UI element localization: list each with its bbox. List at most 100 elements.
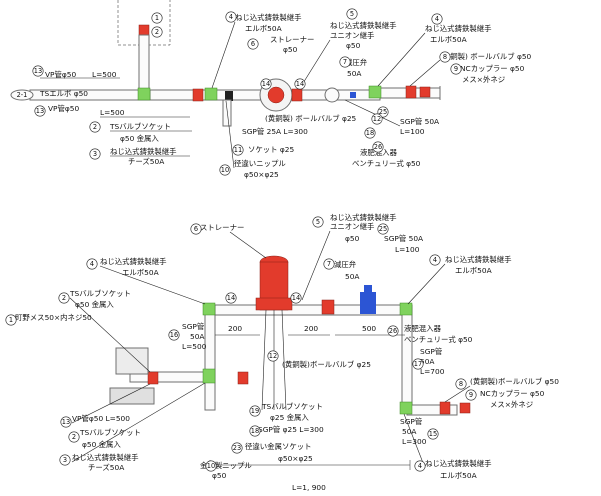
callout-balloon: 7	[339, 56, 351, 68]
callout-balloon: 14	[290, 292, 302, 304]
b-elbow-right	[399, 302, 413, 316]
label-phi50x25: φ50×φ25	[244, 170, 279, 179]
label-union: ユニオン継手	[330, 31, 375, 40]
b-label-sgp-right: SGP管	[420, 347, 442, 356]
b-label-sgp25: SGP管 φ25 L=300	[258, 425, 324, 434]
label-screw-4b: ねじ込式鋳鉄製継手	[425, 24, 492, 33]
b-ball-25	[237, 371, 249, 385]
valve-socket	[192, 88, 204, 102]
callout-balloon: 23	[231, 442, 243, 454]
b-label-phi50: φ50	[345, 234, 360, 243]
callout-balloon: 16	[168, 329, 180, 341]
callout-balloon: 14	[294, 78, 306, 90]
top-valve	[138, 24, 150, 36]
callout-balloon: 25	[377, 106, 389, 118]
b-label-elbow-4b: エルボ50A	[455, 266, 492, 275]
b-label-screw-5: ねじ込式鋳鉄製継手	[330, 213, 397, 222]
b-label-50a-bottom: 50A	[402, 427, 416, 436]
b-label-sgp50a: SGP管 50A	[384, 234, 423, 243]
b-label-elbow-4a: エルボ50A	[122, 268, 159, 277]
svg-text:6: 6	[194, 225, 198, 233]
label-phi50-metal: φ50 金属入	[120, 134, 159, 143]
label-elbow-4a: エルボ50A	[245, 24, 282, 33]
svg-text:26: 26	[374, 143, 382, 151]
callout-balloon: 3	[59, 454, 71, 466]
svg-text:4: 4	[435, 15, 439, 23]
svg-text:11: 11	[234, 146, 242, 154]
label-ts-socket: TSバルブソケット	[109, 122, 171, 131]
callout-balloon: 11	[232, 144, 244, 156]
b-label-reducing: 減圧弁	[334, 260, 356, 269]
svg-text:9: 9	[454, 65, 458, 73]
b-label-l700: L=700	[420, 367, 445, 376]
callout-balloon: 3	[89, 148, 101, 160]
callout-balloon: 5	[312, 216, 324, 228]
svg-text:1: 1	[9, 316, 13, 324]
callout-balloon: 17	[412, 358, 424, 370]
svg-text:14: 14	[292, 294, 300, 302]
svg-text:19: 19	[251, 407, 259, 415]
callout-balloon: 4	[429, 254, 441, 266]
svg-text:7: 7	[327, 260, 331, 268]
label-screw-5: ねじ込式鋳鉄製継手	[330, 21, 397, 30]
label-sgp-50a: SGP管 50A	[400, 117, 439, 126]
svg-text:10: 10	[207, 462, 215, 470]
b-label-l100: L=100	[395, 245, 420, 254]
b-label-phi50-metal: φ50 金属入	[75, 300, 114, 309]
label-fert: 液肥混入器	[360, 148, 398, 157]
callout-balloon: 2	[89, 121, 101, 133]
b-label-venturi: ベンチュリー式 φ50	[404, 335, 473, 344]
callout-balloon: 18	[364, 127, 376, 139]
callout-balloon: 5	[346, 8, 358, 20]
callout-balloon: 4	[225, 11, 237, 23]
b-label-dim-200b: 200	[304, 324, 318, 333]
strainer-core	[267, 86, 285, 104]
b-ball-50	[439, 401, 451, 415]
b-label-reducer-socket: 径違い金属ソケット	[245, 442, 312, 451]
callout-balloon: 12	[371, 113, 383, 125]
b-machino-base	[109, 387, 155, 405]
b-label-machino: 町野メス50×内ネジ50	[15, 313, 92, 322]
label-phi50-union: φ50	[346, 41, 361, 50]
label-reducing: 減圧弁	[345, 58, 367, 67]
label-l500-b: L=500	[100, 108, 125, 117]
svg-text:26: 26	[389, 327, 397, 335]
svg-text:15: 15	[429, 430, 437, 438]
tee-fitting	[204, 87, 218, 101]
label-brass-ball: (黄銅製) ボールバルブ φ50	[440, 52, 532, 61]
b-label-vp500: VP管φ50 L=500	[72, 414, 130, 423]
callout-balloon: 12	[267, 350, 279, 362]
svg-text:2: 2	[93, 123, 97, 131]
b-label-ts-socket: TSバルブソケット	[69, 289, 131, 298]
b-label-screw-4a: ねじ込式鋳鉄製継手	[100, 257, 167, 266]
top-leaders	[40, 21, 441, 169]
b-strainer-base	[255, 297, 293, 311]
label-vp-pipe-2: VP管φ50	[48, 104, 79, 113]
b-label-50a-right: 50A	[420, 357, 434, 366]
reducing-valve	[291, 88, 303, 102]
svg-text:8: 8	[459, 380, 463, 388]
b-label-ts-socket2: TSバルブソケット	[79, 428, 141, 437]
b-main-pipe	[209, 304, 411, 316]
callout-balloon: 4	[86, 258, 98, 270]
top-diagram: 2-1	[10, 0, 441, 127]
svg-text:17: 17	[414, 360, 422, 368]
b-label-50a-left: 50A	[190, 332, 204, 341]
b-label-fert: 液肥混入器	[404, 324, 442, 333]
b-label-female: メス×外ネジ	[490, 400, 533, 409]
callout-balloon: 13	[60, 416, 72, 428]
b-label-phi50-nipple: φ50	[212, 471, 227, 480]
callout-balloon: 26	[387, 325, 399, 337]
svg-text:4: 4	[229, 13, 233, 21]
svg-text:18: 18	[366, 129, 374, 137]
svg-text:3: 3	[93, 150, 97, 158]
svg-text:7: 7	[343, 58, 347, 66]
b-label-phi50x25: φ50×φ25	[278, 454, 313, 463]
callout-balloon: 1	[151, 12, 163, 24]
label-vp-pipe: VP管φ50	[45, 70, 76, 79]
b-label-phi25-metal: φ25 金属入	[270, 413, 309, 422]
bottom-leaders	[69, 230, 471, 469]
callout-balloon: 2	[151, 26, 163, 38]
